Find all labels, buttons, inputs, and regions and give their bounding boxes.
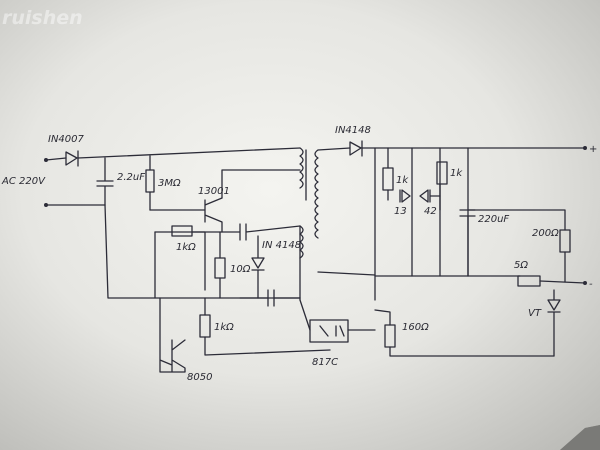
label-output-diode: IN4148 [335,125,371,136]
label-led1: 13 [394,206,407,217]
label-emitter-res: 1kΩ [176,242,196,253]
label-sense-res: 5Ω [514,260,528,271]
label-minus-terminal: - [589,279,593,290]
label-plus-terminal: + [589,144,597,155]
label-input-cap: 2.2uF [117,172,145,183]
label-lower-res: 1kΩ [214,322,234,333]
label-input-diode: IN4007 [48,134,85,145]
paper-shadow [560,425,600,450]
label-led-res1: 1k [396,175,409,186]
label-led-res2: 1k [450,168,463,179]
label-output-cap: 220uF [478,214,509,225]
label-optocoupler: 817C [312,357,338,368]
label-transistor-q1: 13001 [198,186,230,197]
label-transistor-q2: 8050 [187,372,212,383]
label-bleed-res: 200Ω [532,228,559,239]
label-led2: 42 [424,206,437,217]
watermark: ruishen [2,7,83,29]
label-opto-res: 160Ω [402,322,429,333]
label-base-res: 10Ω [230,264,251,275]
label-zener: IN 4148 [262,240,301,251]
label-ac-source: AC 220V [1,176,46,187]
label-bias-res: 3MΩ [158,178,181,189]
wiring [44,140,587,373]
label-zener-out: VT [528,308,542,319]
